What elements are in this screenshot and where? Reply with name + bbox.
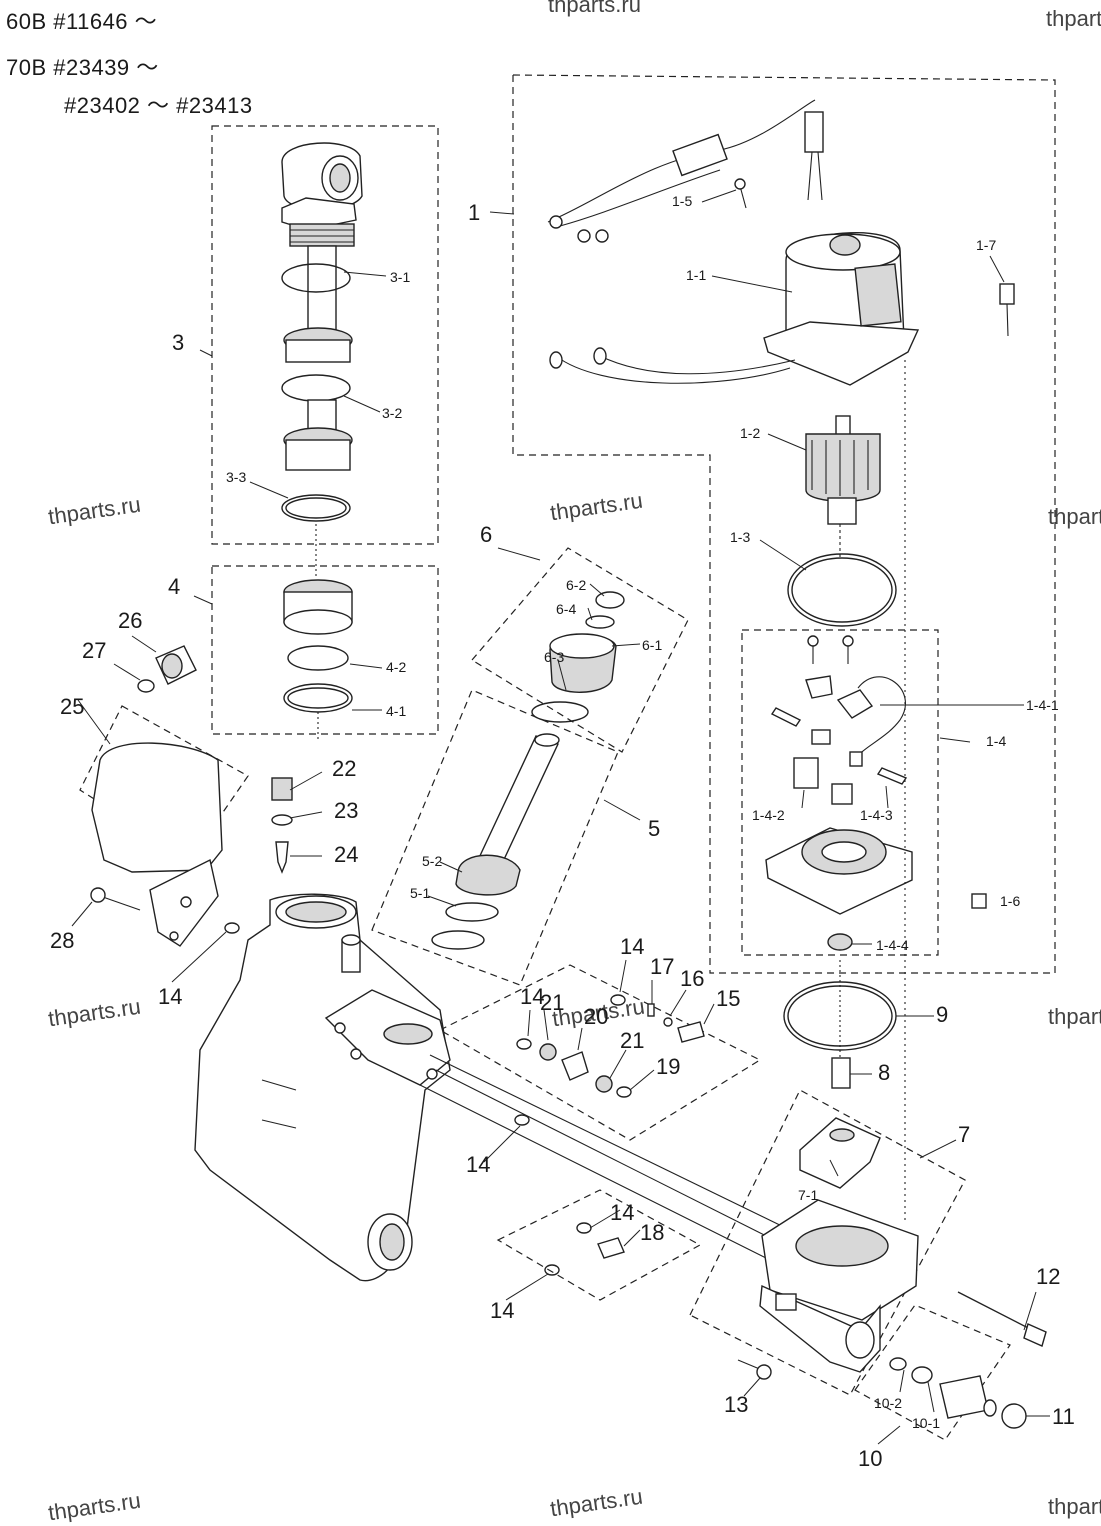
- label-14a: 14: [158, 984, 182, 1009]
- label-26: 26: [118, 608, 142, 633]
- motor-assembly: [547, 99, 1015, 1220]
- small-parts: [90, 645, 705, 1276]
- group-box-5: [371, 689, 619, 986]
- label-10-2: 10-2: [874, 1395, 902, 1411]
- tilt-body-casting: [194, 893, 791, 1282]
- label-11: 11: [1052, 1404, 1075, 1429]
- label-14f: 14: [490, 1298, 514, 1323]
- label-24: 24: [334, 842, 358, 867]
- group-box-10: [854, 1304, 1011, 1441]
- group-box-3: [211, 125, 439, 545]
- label-3-1: 3-1: [390, 269, 410, 285]
- label-1-4-2: 1-4-2: [752, 807, 785, 823]
- label-18: 18: [640, 1220, 664, 1245]
- part-labels: 1 1-5 1-1 1-7 1-2 1-3 1-4-1 1-4 1-4-2 1-…: [50, 193, 1075, 1471]
- label-14d: 14: [466, 1152, 490, 1177]
- label-1-5: 1-5: [672, 193, 692, 209]
- group-box-18: [496, 1189, 702, 1301]
- watermark: thparts.ru: [1048, 1494, 1101, 1519]
- label-19: 19: [656, 1054, 680, 1079]
- pump-block-assembly: [737, 960, 1047, 1380]
- manual-valve-assembly: [889, 1357, 1027, 1429]
- label-1: 1: [468, 200, 480, 225]
- header-line-2: 70B #23439 ～: [6, 55, 159, 80]
- watermark: thparts.ru: [548, 0, 641, 17]
- label-23: 23: [334, 798, 358, 823]
- watermark: thparts.ru: [1048, 1004, 1101, 1029]
- label-6: 6: [480, 522, 492, 547]
- label-3: 3: [172, 330, 184, 355]
- label-7-1: 7-1: [798, 1187, 818, 1203]
- label-1-4: 1-4: [986, 733, 1006, 749]
- label-12: 12: [1036, 1264, 1060, 1289]
- label-25: 25: [60, 694, 84, 719]
- label-3-2: 3-2: [382, 405, 402, 421]
- label-20: 20: [584, 1004, 608, 1029]
- label-21b: 21: [620, 1028, 644, 1053]
- label-8: 8: [878, 1060, 890, 1085]
- label-16: 16: [680, 966, 704, 991]
- group-box-7: [689, 1089, 966, 1396]
- group-box-passage: [438, 964, 762, 1141]
- valve-assembly-6-5: [431, 591, 625, 950]
- label-7: 7: [958, 1122, 970, 1147]
- label-4-1: 4-1: [386, 703, 406, 719]
- group-box-1-4: [741, 629, 939, 956]
- label-1-7: 1-7: [976, 237, 996, 253]
- label-4: 4: [168, 574, 180, 599]
- label-15: 15: [716, 986, 740, 1011]
- watermark: thparts.ru: [1048, 504, 1101, 529]
- watermark: thparts.ru: [1046, 6, 1101, 31]
- label-1-4-3: 1-4-3: [860, 807, 893, 823]
- label-10: 10: [858, 1446, 882, 1471]
- label-6-2: 6-2: [566, 577, 586, 593]
- label-1-4-1: 1-4-1: [1026, 697, 1059, 713]
- label-1-1: 1-1: [686, 267, 706, 283]
- label-4-2: 4-2: [386, 659, 406, 675]
- label-10-1: 10-1: [912, 1415, 940, 1431]
- label-1-3: 1-3: [730, 529, 750, 545]
- label-5: 5: [648, 816, 660, 841]
- label-14c: 14: [620, 934, 644, 959]
- label-6-3: 6-3: [544, 649, 564, 665]
- group-box-4: [211, 565, 439, 735]
- label-17: 17: [650, 954, 674, 979]
- label-5-1: 5-1: [410, 885, 430, 901]
- label-14b: 14: [520, 984, 544, 1009]
- label-1-6: 1-6: [1000, 893, 1020, 909]
- group-box-1: [512, 74, 1056, 974]
- label-3-3: 3-3: [226, 469, 246, 485]
- label-22: 22: [332, 756, 356, 781]
- header-line-1: 60B #11646 ～: [6, 9, 158, 34]
- leader-lines: [71, 189, 1050, 1445]
- label-27: 27: [82, 638, 106, 663]
- label-5-2: 5-2: [422, 853, 442, 869]
- label-21a: 21: [540, 990, 564, 1015]
- label-13: 13: [724, 1392, 748, 1417]
- label-9: 9: [936, 1002, 948, 1027]
- label-14e: 14: [610, 1200, 634, 1225]
- label-28: 28: [50, 928, 74, 953]
- header-line-3: #23402 ～ #23413: [64, 93, 253, 118]
- label-6-4: 6-4: [556, 601, 576, 617]
- label-6-1: 6-1: [642, 637, 662, 653]
- label-1-4-4: 1-4-4: [876, 937, 909, 953]
- tilt-cylinder-assembly: [271, 142, 363, 874]
- label-1-2: 1-2: [740, 425, 760, 441]
